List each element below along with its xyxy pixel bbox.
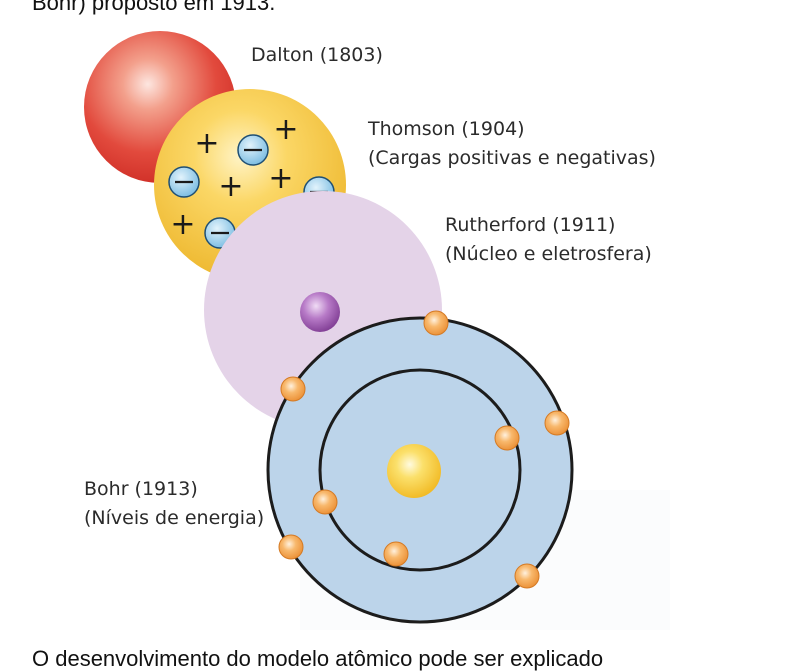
positive-charge-icon: + [268, 161, 293, 196]
bohr-inner-orbit [318, 368, 522, 572]
electron-icon [383, 541, 409, 567]
electron-icon [312, 489, 338, 515]
negative-charge-icon [237, 134, 269, 166]
rutherford-nucleus [300, 292, 340, 332]
positive-charge-icon: + [273, 112, 298, 147]
positive-charge-icon: + [218, 169, 243, 204]
label-dalton: Dalton (1803) [251, 41, 383, 70]
label-rutherford: Rutherford (1911) (Núcleo e eletrosfera) [445, 211, 652, 269]
electron-icon [544, 410, 570, 436]
label-rutherford-subtitle: (Núcleo e eletrosfera) [445, 243, 652, 265]
bohr-nucleus [387, 444, 441, 498]
label-bohr-subtitle: (Níveis de energia) [84, 507, 265, 529]
positive-charge-icon: + [194, 126, 219, 161]
electron-icon [514, 563, 540, 589]
label-bohr: Bohr (1913) (Níveis de energia) [84, 475, 264, 533]
label-dalton-title: Dalton (1803) [251, 44, 383, 66]
label-thomson: Thomson (1904) (Cargas positivas e negat… [368, 115, 656, 173]
text-fragment-bottom: O desenvolvimento do modelo atômico pode… [32, 646, 604, 671]
electron-icon [423, 310, 449, 336]
electron-icon [280, 376, 306, 402]
label-thomson-title: Thomson (1904) [368, 118, 525, 140]
label-thomson-subtitle: (Cargas positivas e negativas) [368, 147, 656, 169]
positive-charge-icon: + [170, 207, 195, 242]
text-fragment-top: Bohr) proposto em 1913. [32, 0, 276, 15]
negative-charge-icon [168, 166, 200, 198]
bohr-model [266, 310, 574, 624]
label-bohr-title: Bohr (1913) [84, 478, 198, 500]
electron-icon [494, 425, 520, 451]
label-rutherford-title: Rutherford (1911) [445, 214, 616, 236]
electron-icon [278, 534, 304, 560]
